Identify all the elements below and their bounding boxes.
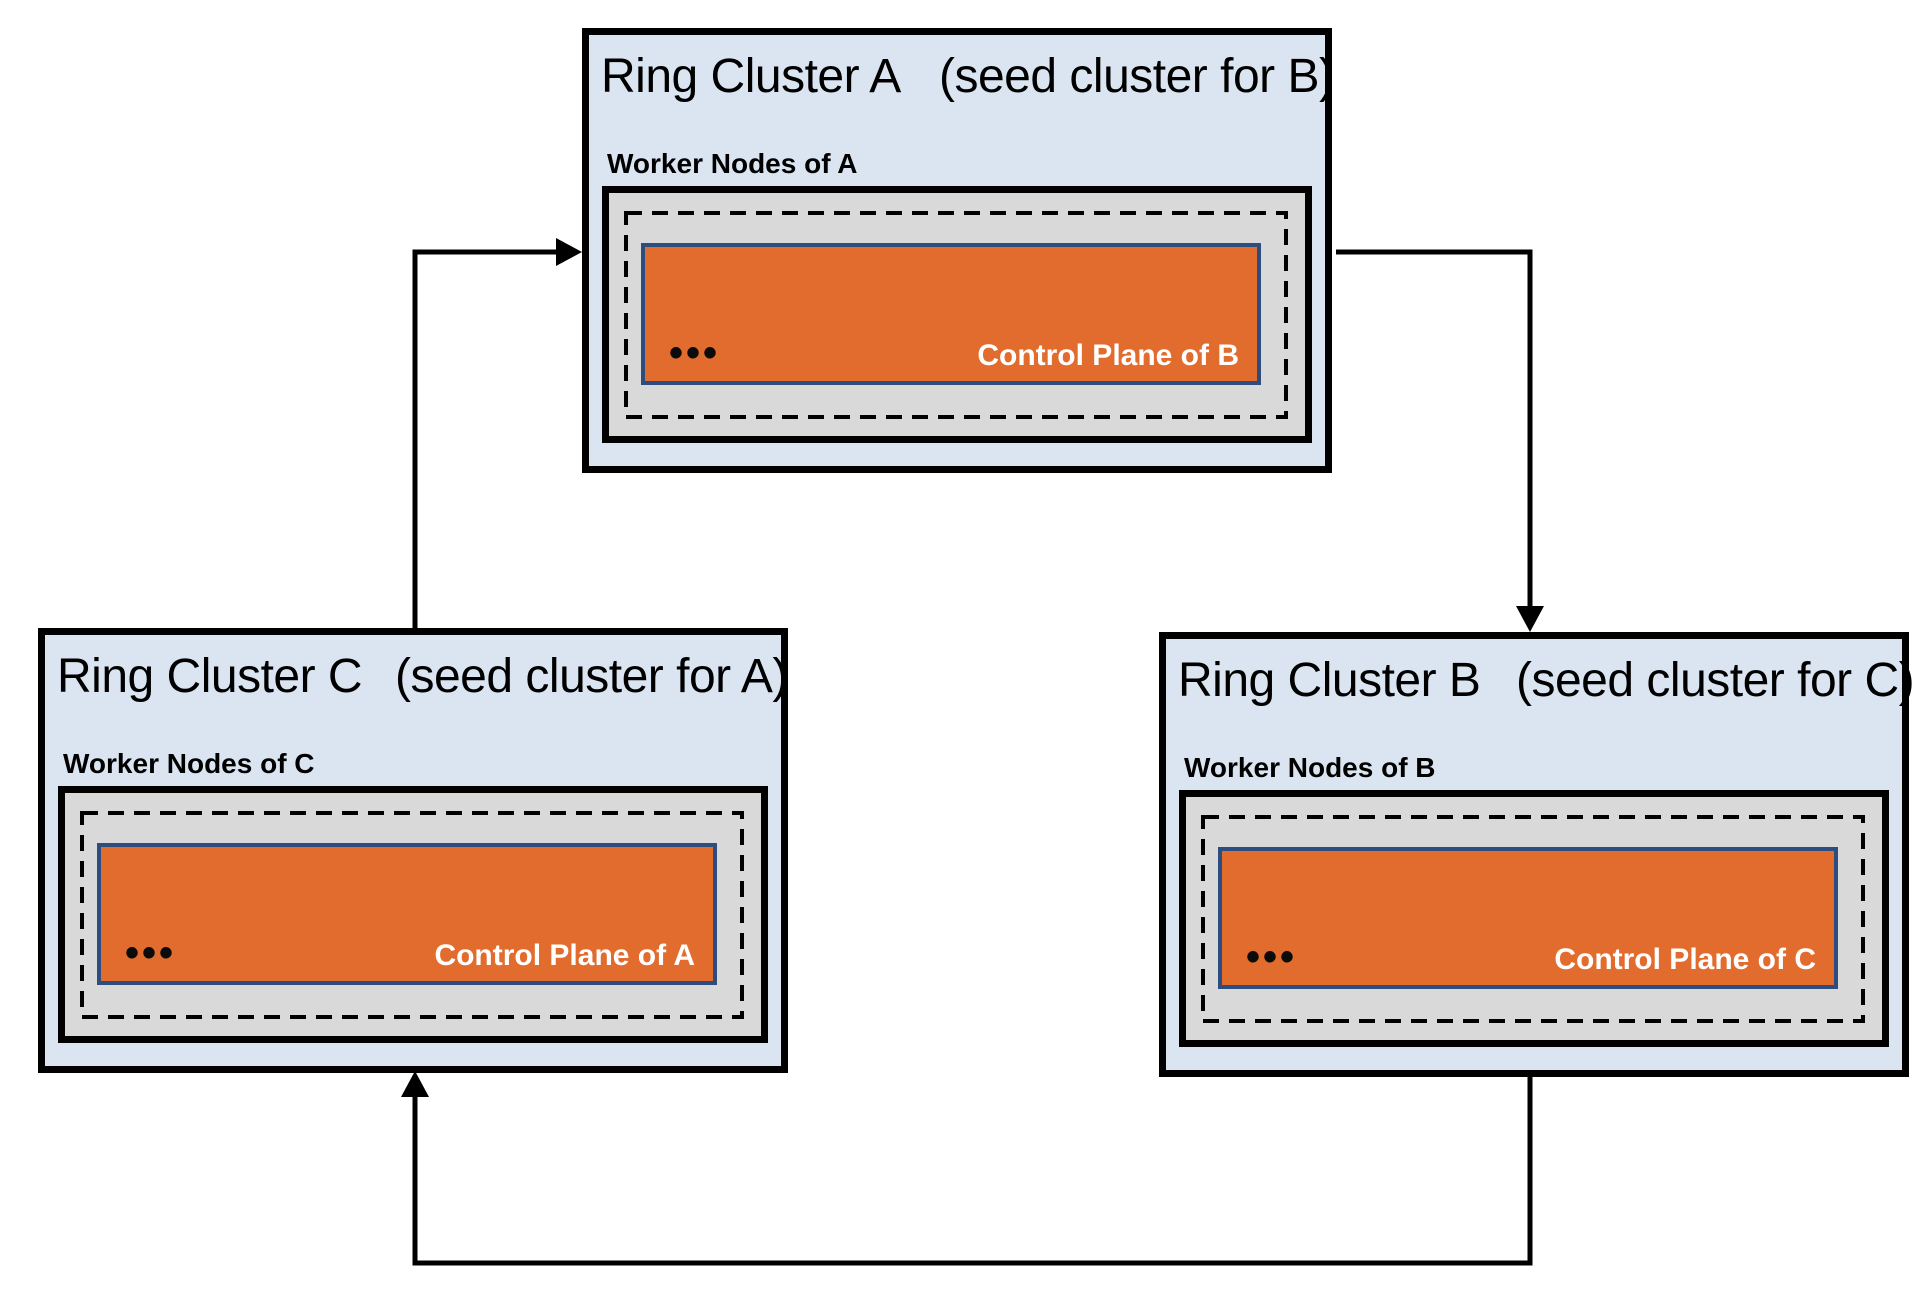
control-plane-box: ••• Control Plane of A [97, 843, 717, 985]
seed-note: (seed cluster for C) [1516, 654, 1915, 707]
cluster-title: Ring Cluster B (seed cluster for C) [1178, 653, 1915, 715]
arrow-c-to-a [412, 238, 582, 630]
control-plane-dashed-outline [80, 811, 744, 1019]
worker-nodes-label: Worker Nodes of B [1184, 752, 1436, 783]
seed-note: (seed cluster for A) [395, 650, 788, 703]
cluster-name: Ring Cluster B [1178, 654, 1481, 707]
worker-nodes-container: ••• Control Plane of C [1179, 790, 1889, 1047]
worker-nodes-label: Worker Nodes of A [607, 148, 858, 179]
cluster-title: Ring Cluster C (seed cluster for A) [57, 649, 788, 711]
control-plane-box: ••• Control Plane of C [1218, 847, 1838, 989]
cluster-box-a: Ring Cluster A (seed cluster for B) Work… [582, 28, 1335, 473]
cluster-name: Ring Cluster C [57, 650, 363, 703]
control-plane-label: Control Plane of A [434, 939, 695, 972]
cluster-box-b: Ring Cluster B (seed cluster for C) Work… [1159, 632, 1915, 1077]
cluster-name: Ring Cluster A [601, 50, 901, 103]
control-plane-label: Control Plane of C [1554, 943, 1816, 976]
control-plane-box: ••• Control Plane of B [641, 243, 1261, 385]
control-plane-dashed-outline [624, 211, 1288, 419]
arrow-b-to-c [401, 1071, 1533, 1266]
control-plane-label: Control Plane of B [977, 339, 1239, 372]
worker-nodes-container: ••• Control Plane of B [602, 186, 1312, 443]
seed-note: (seed cluster for B) [939, 50, 1335, 103]
cluster-box-c: Ring Cluster C (seed cluster for A) Work… [38, 628, 788, 1073]
cluster-title: Ring Cluster A (seed cluster for B) [601, 49, 1335, 111]
ellipsis-dots: ••• [1246, 935, 1298, 979]
worker-nodes-label: Worker Nodes of C [63, 748, 315, 779]
control-plane-dashed-outline [1201, 815, 1865, 1023]
ellipsis-dots: ••• [125, 931, 177, 975]
worker-nodes-container: ••• Control Plane of A [58, 786, 768, 1043]
ellipsis-dots: ••• [669, 331, 721, 375]
arrow-a-to-b [1336, 249, 1544, 632]
